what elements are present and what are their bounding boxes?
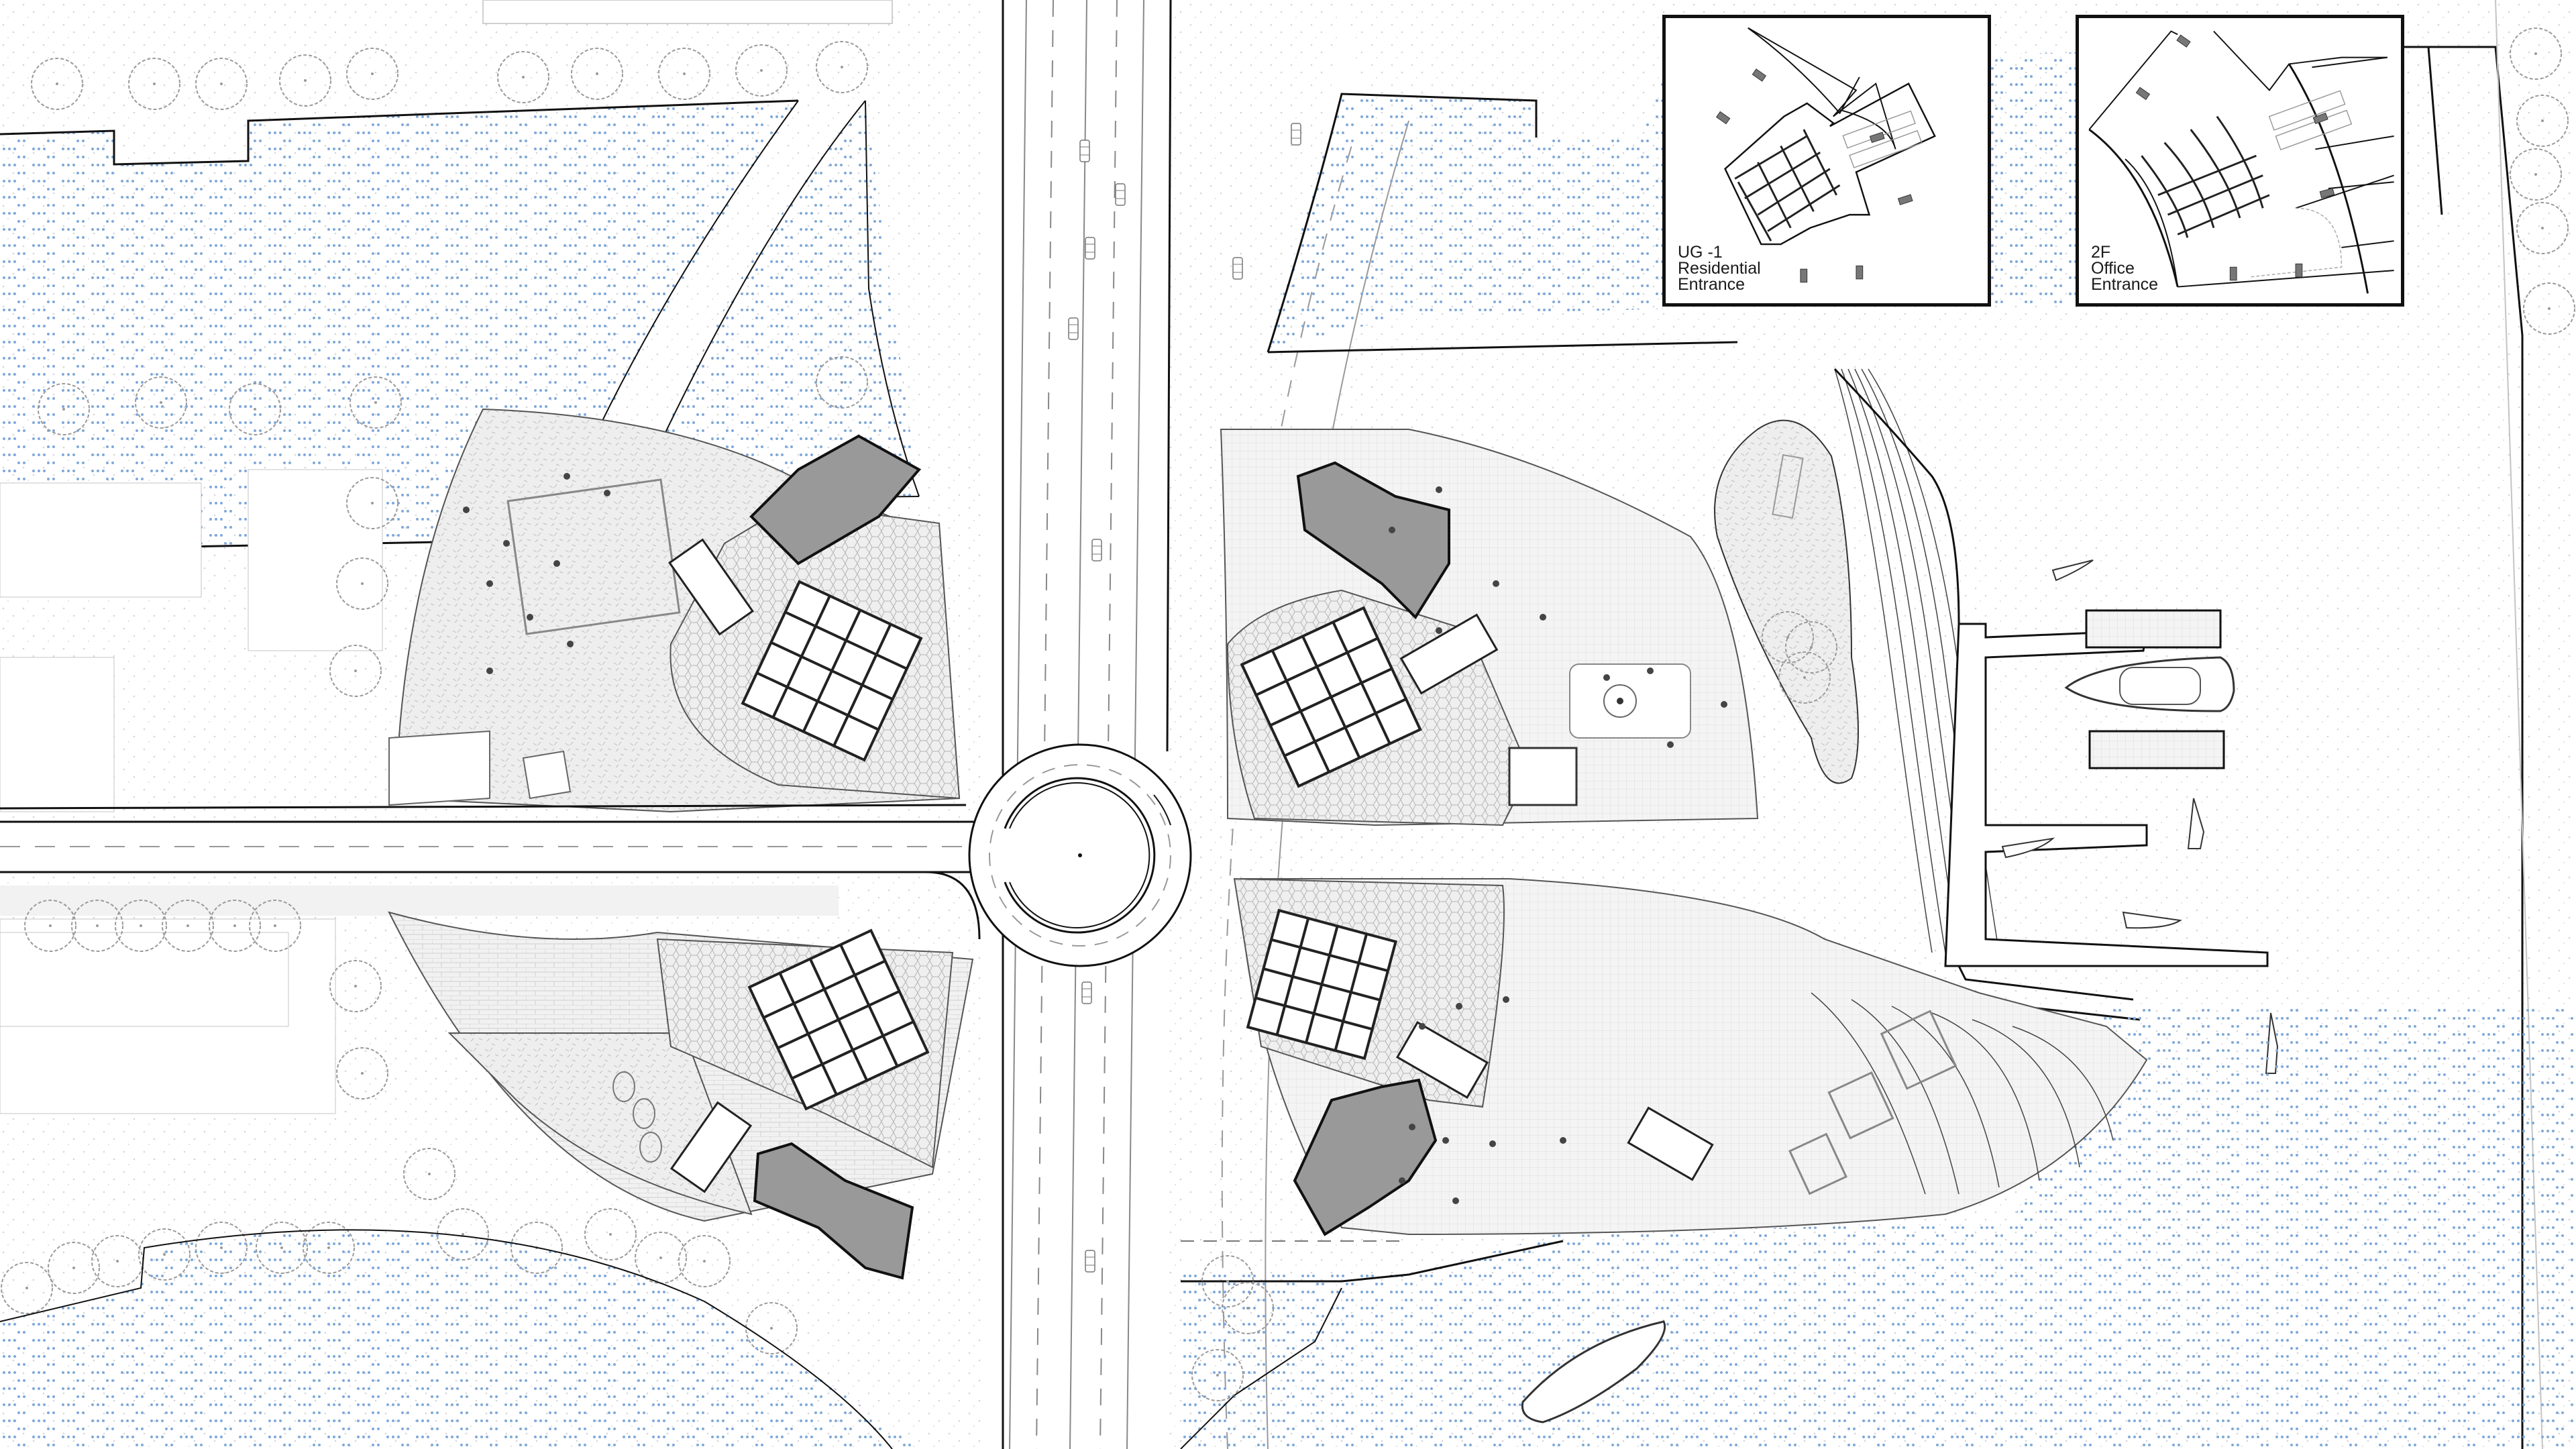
inset-ug-1-label: UG -1 Residential Entrance <box>1678 243 1761 294</box>
northwest-block <box>0 0 967 813</box>
boat <box>2122 911 2182 929</box>
southwest-block <box>0 871 981 1449</box>
northeast-tower <box>1296 461 1450 620</box>
inset-ug-1-use: Residential <box>1678 259 1761 278</box>
inset-2f-entrance: Entrance <box>2091 275 2159 294</box>
southeast-tower <box>1293 1078 1438 1236</box>
cross-road <box>0 820 1006 873</box>
pier-north <box>2085 609 2222 649</box>
roundabout <box>968 743 1192 967</box>
pier-south <box>2088 730 2225 769</box>
southwest-tower <box>753 1142 914 1280</box>
inset-2f-label: 2F Office Entrance <box>2091 243 2159 294</box>
northwest-tower <box>749 434 922 566</box>
yacht <box>2064 656 2235 712</box>
park-island <box>1714 419 1859 784</box>
northeast-core <box>1240 606 1422 788</box>
inset-ug-1-level: UG -1 <box>1678 243 1723 262</box>
boat <box>2001 837 2055 859</box>
boat <box>2051 559 2094 582</box>
inset-2f-use: Office <box>2091 259 2135 278</box>
inset-2f-level: 2F <box>2091 243 2111 262</box>
yacht <box>1521 1320 1666 1424</box>
northwest-core <box>741 580 923 762</box>
inset-2f-office-entrance: 2F Office Entrance <box>2076 15 2404 307</box>
boat <box>2187 798 2205 849</box>
southwest-core <box>747 928 930 1111</box>
inset-ug-1-floorplan <box>1715 27 1936 283</box>
southeast-core <box>1246 908 1398 1061</box>
main-road <box>986 0 1172 1449</box>
marina <box>1944 559 2279 1074</box>
inset-ug-1-residential-entrance: UG -1 Residential Entrance <box>1662 15 1991 307</box>
southeast-block <box>1180 877 2576 1449</box>
inset-ug-1-entrance: Entrance <box>1678 275 1746 294</box>
inset-2f-floorplan <box>2088 30 2394 294</box>
